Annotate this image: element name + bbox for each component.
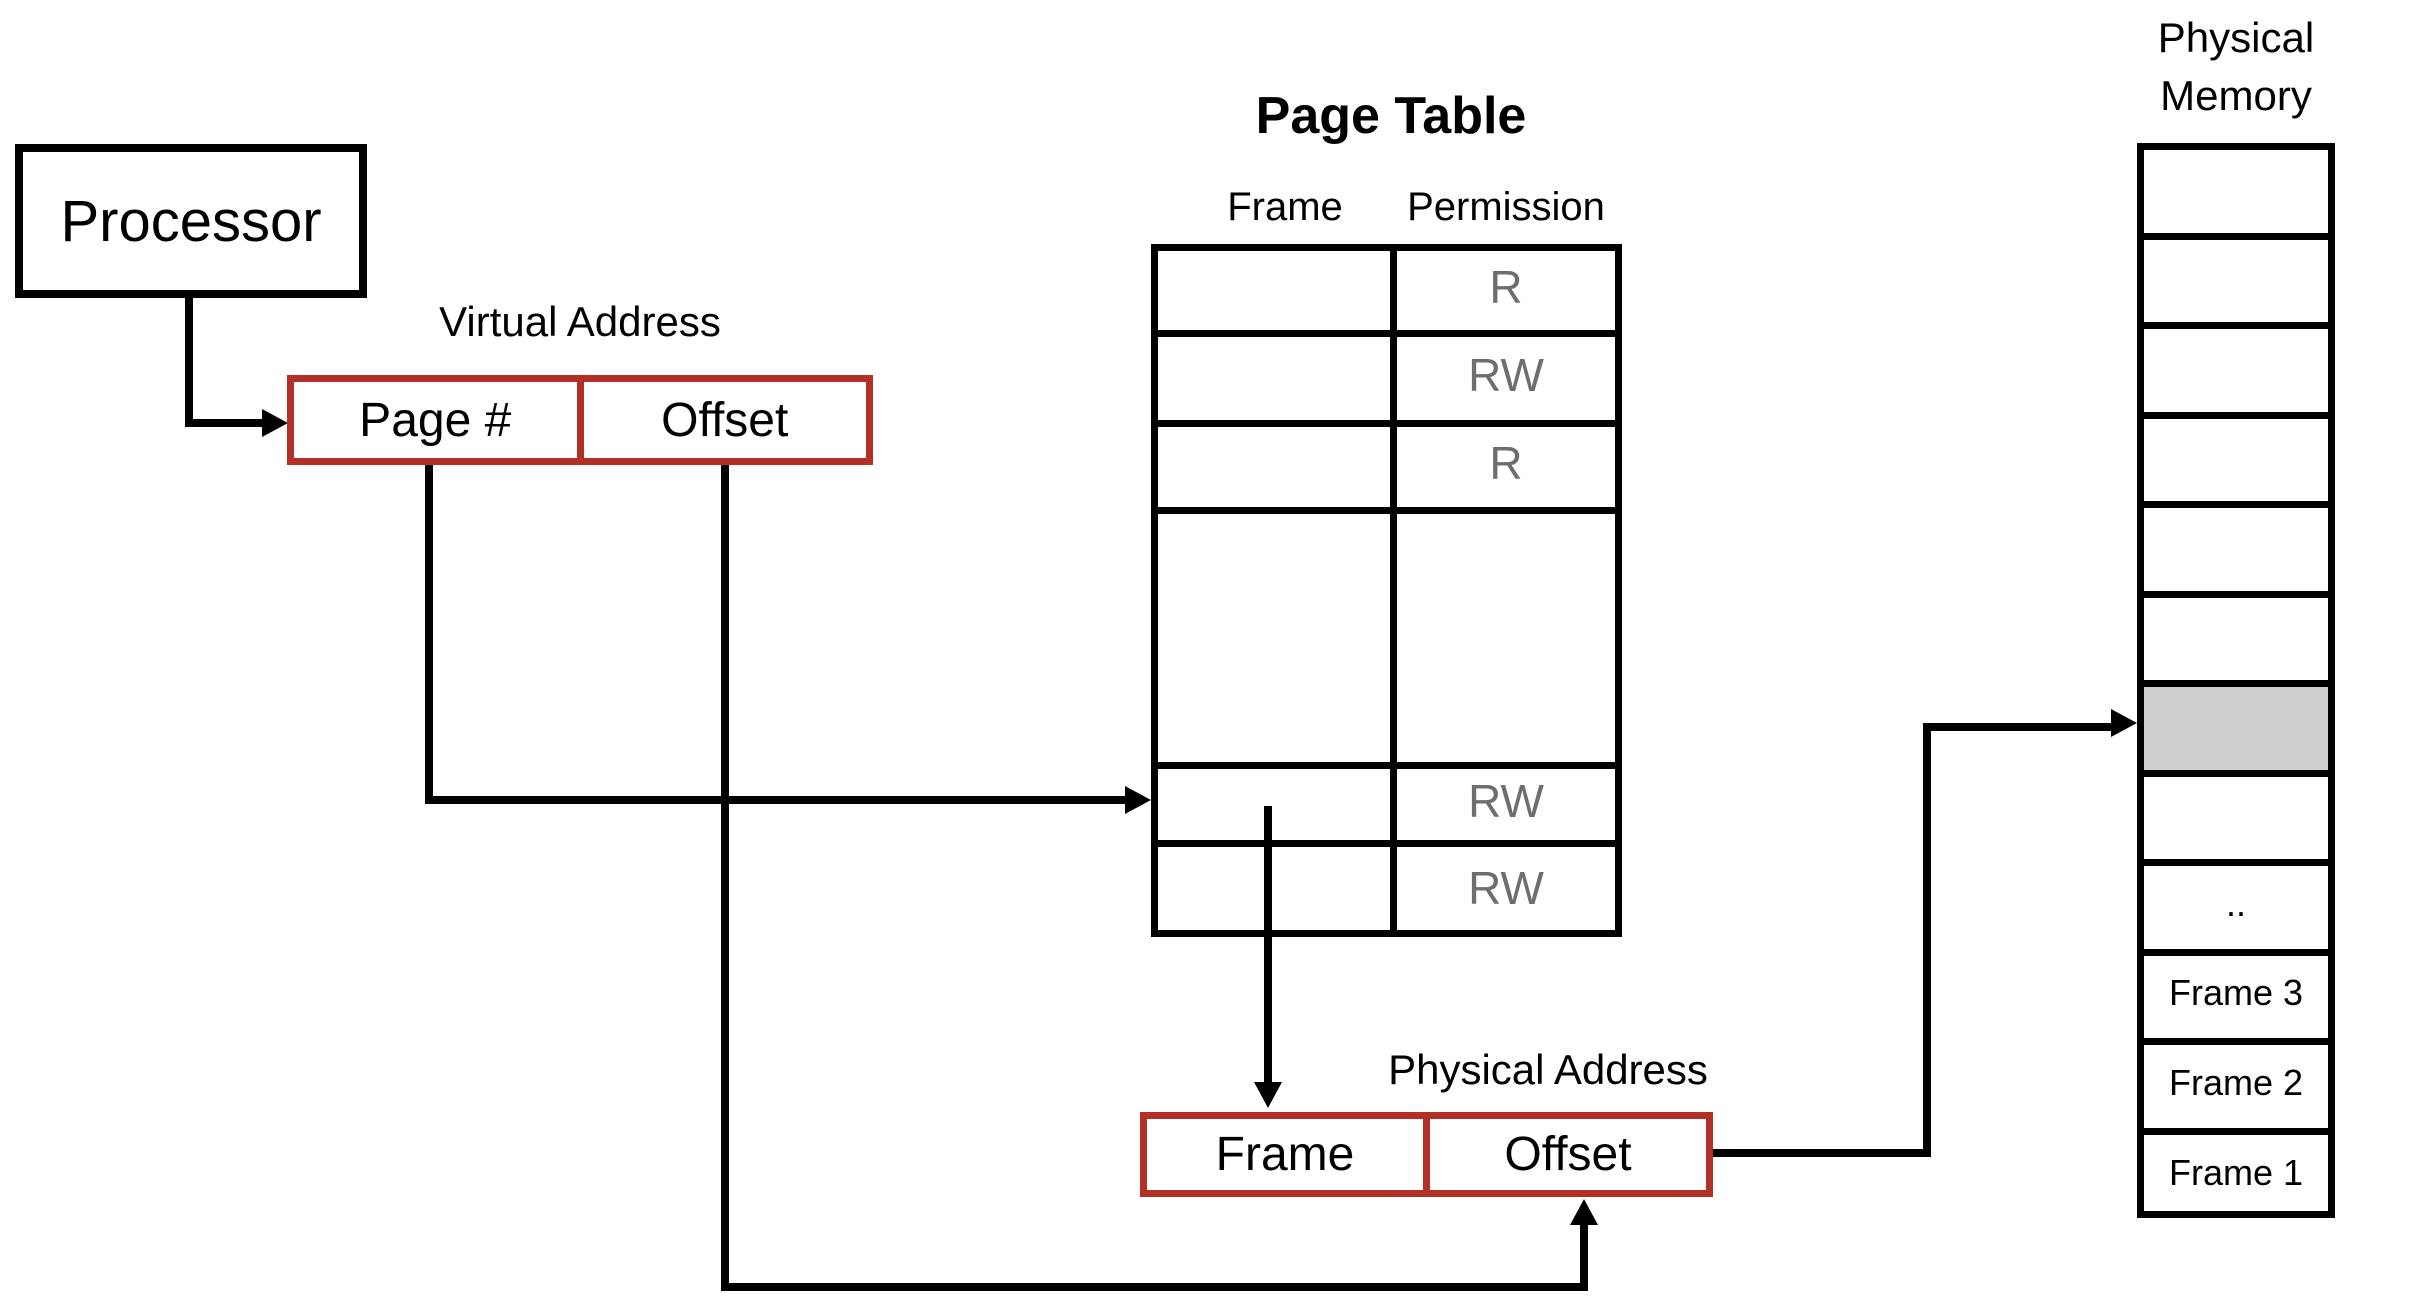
memory-row-label [2144, 526, 2328, 566]
offset-line-up-vertical [1580, 1225, 1588, 1291]
page-table-column-header-permission: Permission [1407, 185, 1605, 229]
offset-line-vertical [721, 465, 729, 1291]
virtual-address-box: Page # Offset [287, 375, 873, 465]
frame-to-pa-line-vertical [1264, 806, 1272, 1082]
permission-cell: RW [1468, 862, 1544, 914]
processor-box: Processor [15, 144, 367, 298]
page-table-row-border [1151, 420, 1622, 427]
memory-row-label [2144, 168, 2328, 208]
memory-row-border [2137, 680, 2335, 687]
permission-cell: R [1489, 437, 1523, 489]
page-table-column-divider [1390, 244, 1397, 937]
page-number-line-vertical [425, 465, 433, 804]
memory-row-label [2144, 794, 2328, 834]
pa-to-memory-line-bottom [1713, 1149, 1931, 1157]
memory-row-label: Frame 3 [2168, 972, 2304, 1013]
processor-to-va-arrowhead-icon [262, 409, 288, 437]
permission-cell: RW [1468, 349, 1544, 401]
physical-address-title: Physical Address [1388, 1046, 1708, 1093]
page-table-row-border [1151, 507, 1622, 514]
offset-line-horizontal [721, 1283, 1588, 1291]
permission-cell: RW [1468, 775, 1544, 827]
memory-row-label [2144, 436, 2328, 476]
page-table-row-border [1151, 330, 1622, 337]
page-table-box [1151, 244, 1622, 937]
memory-row-label: Frame 2 [2168, 1062, 2304, 1103]
page-table-column-header-frame: Frame [1227, 185, 1343, 229]
memory-row-border [2137, 233, 2335, 240]
pa-to-memory-line-vertical [1923, 727, 1931, 1157]
memory-row-border [2137, 501, 2335, 508]
memory-row-border [2137, 1128, 2335, 1135]
page-table-row-border [1151, 762, 1622, 769]
memory-row-label: .. [2225, 883, 2246, 924]
memory-row-border [2137, 591, 2335, 598]
page-number-line-horizontal [425, 796, 1125, 804]
memory-row-border [2137, 412, 2335, 419]
memory-row-border [2137, 1038, 2335, 1045]
memory-row-border [2137, 859, 2335, 866]
physical-memory-title-line1: Physical [2157, 14, 2315, 61]
memory-row-label: Frame 1 [2168, 1152, 2304, 1193]
memory-row-border [2137, 322, 2335, 329]
virtual-address-offset-field: Offset [576, 382, 867, 458]
memory-row-label [2144, 615, 2328, 655]
processor-to-va-line-horizontal [185, 419, 262, 427]
memory-row-border [2137, 949, 2335, 956]
virtual-address-page-field: Page # [359, 393, 512, 447]
physical-address-frame-field: Frame [1215, 1128, 1355, 1181]
pa-to-memory-line-top [1923, 723, 2111, 731]
page-number-arrowhead-icon [1125, 786, 1151, 814]
physical-address-offset-field: Offset [1423, 1119, 1706, 1190]
memory-row-border [2137, 770, 2335, 777]
permission-cell: R [1489, 261, 1523, 313]
pa-to-memory-arrowhead-icon [2111, 709, 2137, 737]
processor-label: Processor [60, 188, 322, 254]
physical-address-box: Frame Offset [1140, 1112, 1713, 1197]
memory-row-label [2144, 257, 2328, 297]
page-table-title: Page Table [1255, 87, 1527, 145]
page-table-row-border [1151, 840, 1622, 847]
memory-row-label [2144, 347, 2328, 387]
permission-cell [1406, 609, 1606, 659]
processor-to-va-line-vertical [185, 298, 193, 427]
memory-row-label [2144, 705, 2328, 745]
physical-memory-title-line2: Memory [2160, 72, 2312, 119]
virtual-address-title: Virtual Address [439, 298, 721, 345]
frame-to-pa-arrowhead-icon [1254, 1082, 1282, 1108]
offset-arrowhead-icon [1570, 1199, 1598, 1225]
physical-memory-shaded-frame [2144, 687, 2328, 770]
